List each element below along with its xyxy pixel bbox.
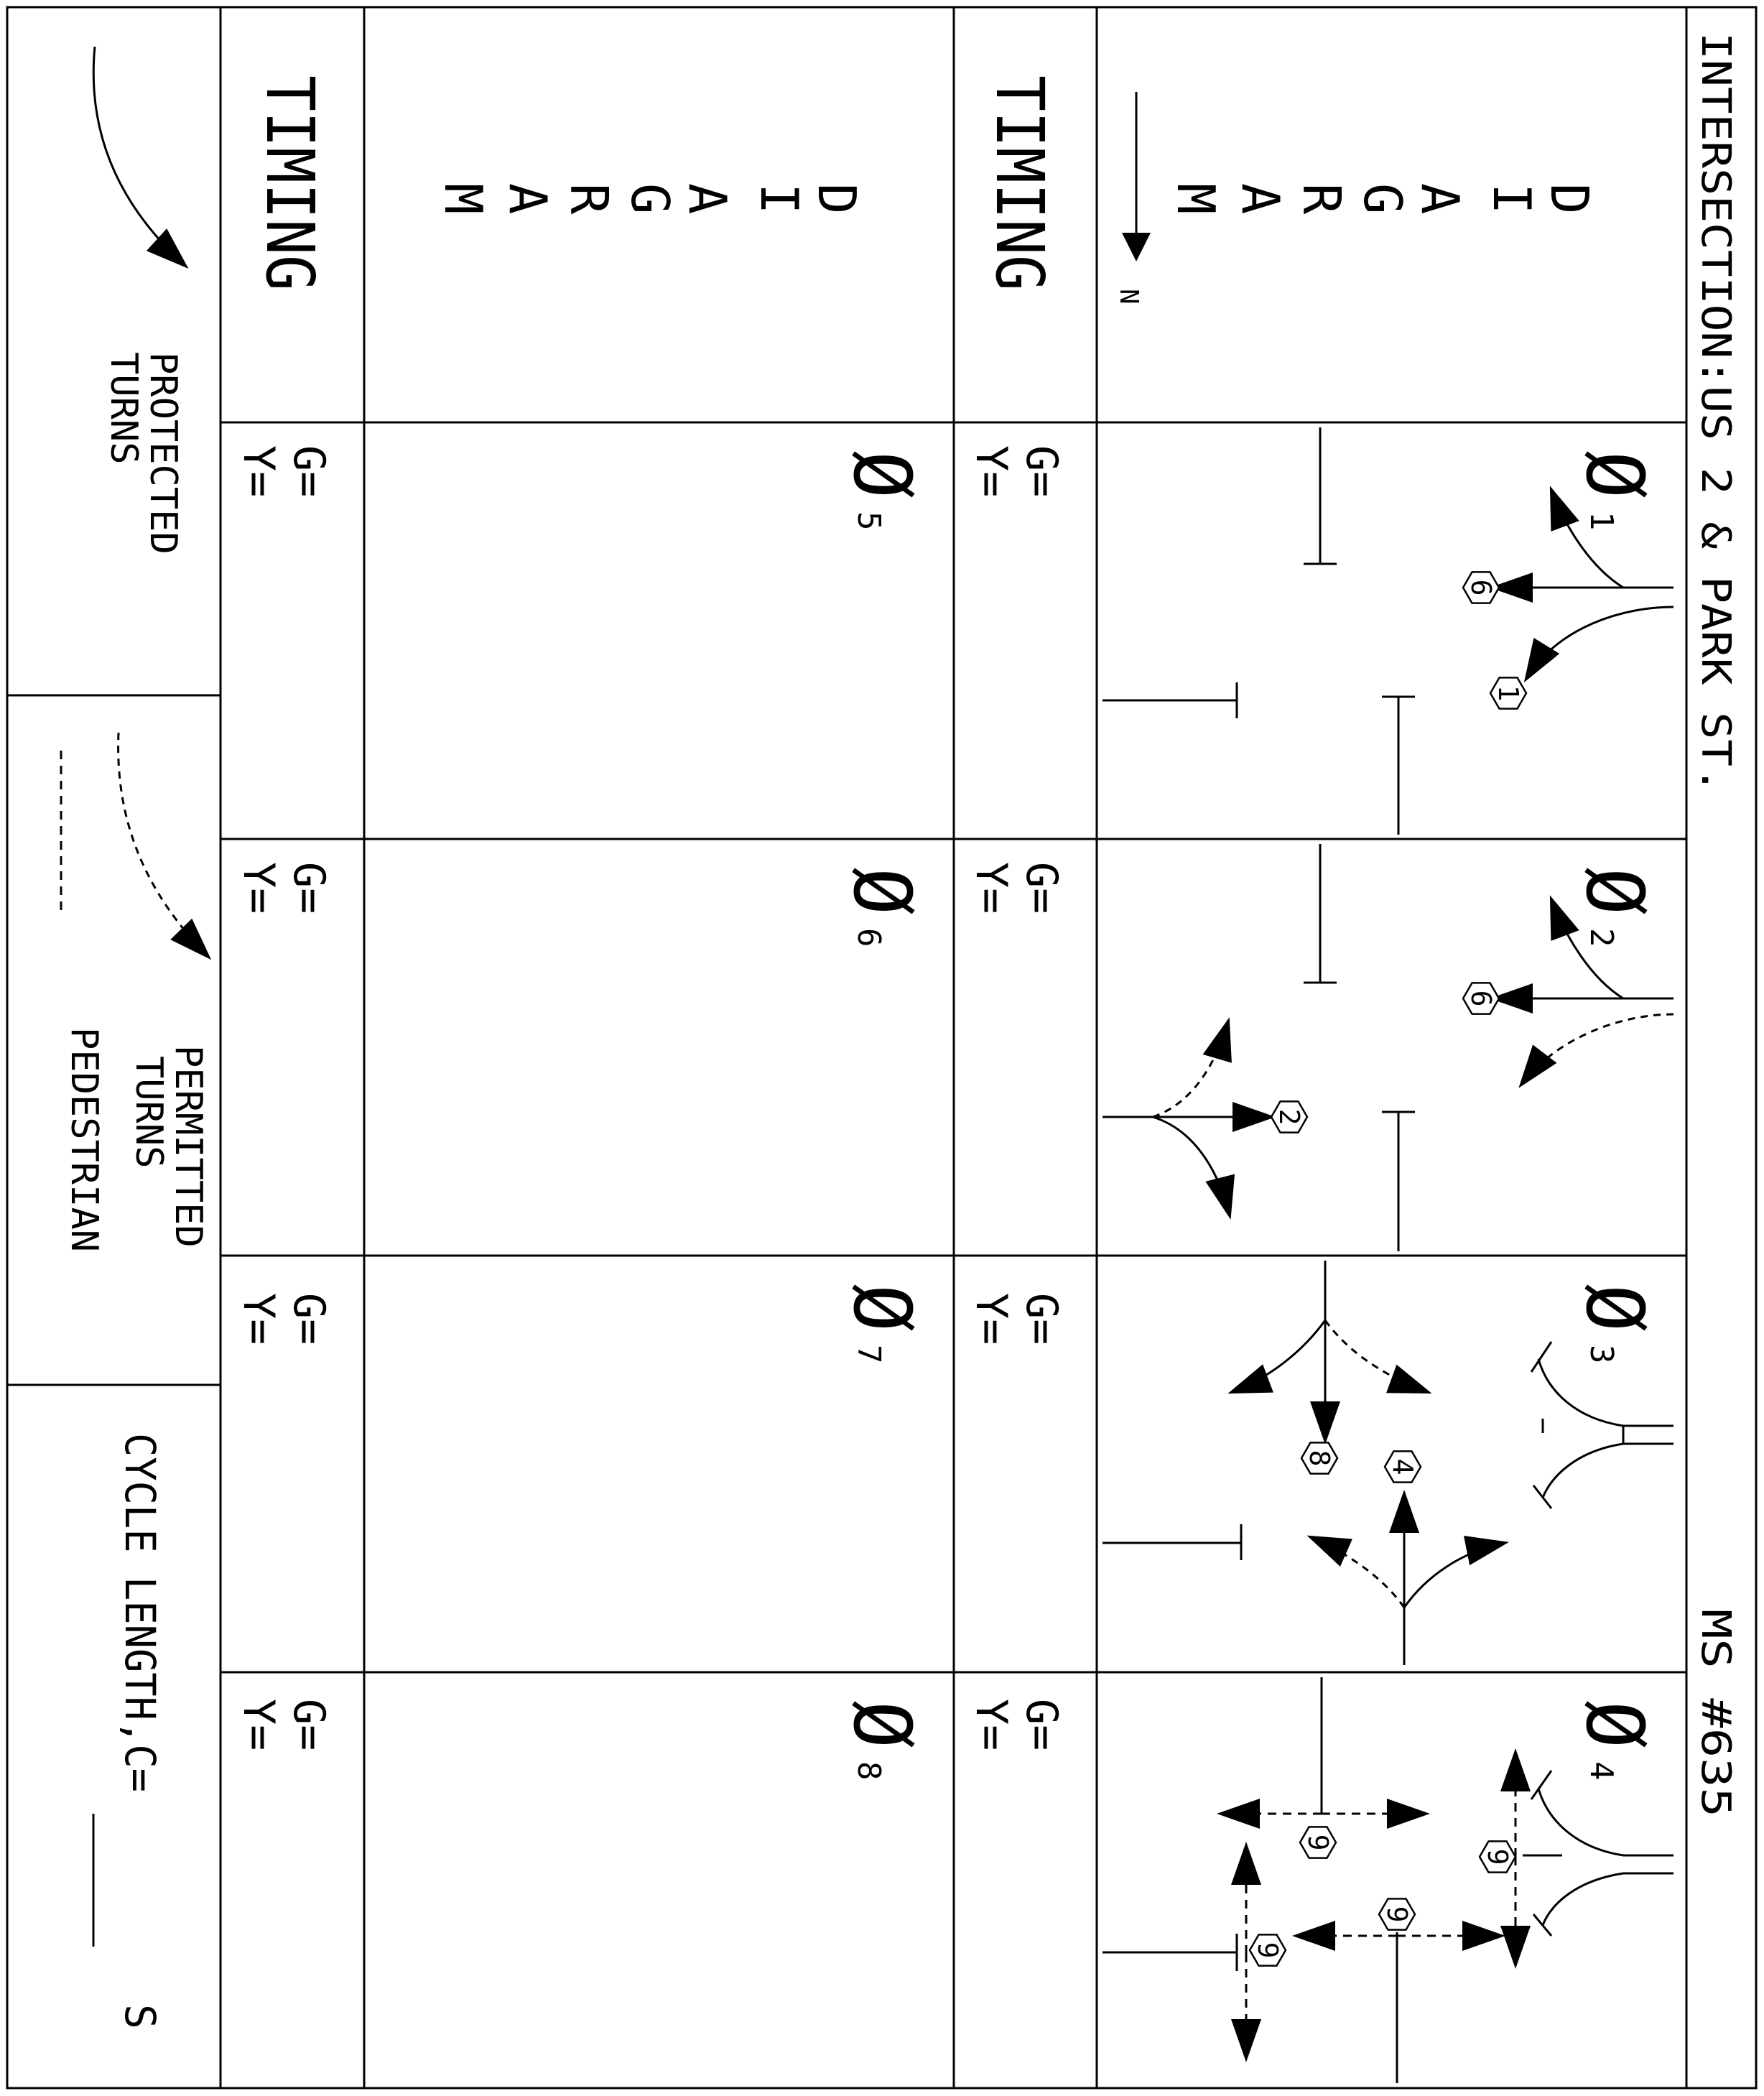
lower-timing-label: TIMING xyxy=(251,75,328,291)
svg-text:G: G xyxy=(1352,183,1413,214)
svg-text:9: 9 xyxy=(1381,1906,1413,1923)
svg-text:A: A xyxy=(677,183,738,214)
svg-text:M: M xyxy=(1166,183,1226,214)
svg-text:R: R xyxy=(1291,183,1352,215)
phase-8-number: 8 xyxy=(850,1761,887,1781)
svg-text:9: 9 xyxy=(1252,1942,1283,1959)
phase-3-symbol: Ø xyxy=(1569,1284,1661,1332)
phase-2-symbol: Ø xyxy=(1569,868,1661,915)
phase-4-movements xyxy=(1102,1677,1674,2083)
svg-text:I: I xyxy=(1482,183,1542,214)
timing-green-p5: G= xyxy=(284,445,334,497)
phase-4-pedestrian-paths xyxy=(1217,1748,1531,2062)
phase-2-number: 2 xyxy=(1583,928,1620,947)
timing-yellow-p4: Y= xyxy=(966,1699,1016,1750)
phase-3-movements xyxy=(1102,1261,1674,1665)
legend-protected-arrow xyxy=(92,46,189,269)
timing-yellow-p5: Y= xyxy=(233,445,284,497)
svg-text:A: A xyxy=(1230,183,1291,214)
phase-2-movements xyxy=(1102,844,1674,1251)
cycle-unit-label: S xyxy=(116,2004,164,2029)
phase-4-number: 4 xyxy=(1583,1761,1620,1781)
phase-3-signal-head-b: 4 xyxy=(1383,1450,1422,1483)
phase-7-number: 7 xyxy=(850,1345,887,1364)
svg-text:A: A xyxy=(1410,183,1470,214)
north-label: N xyxy=(1114,289,1143,305)
phase-3-signal-head-a: 8 xyxy=(1300,1442,1339,1475)
timing-yellow-p3: Y= xyxy=(966,1293,1016,1345)
legend-permitted-label: PERMITTED xyxy=(167,1045,210,1248)
svg-text:R: R xyxy=(559,183,619,215)
upper-timing-label: TIMING xyxy=(981,75,1058,291)
timing-yellow-p8: Y= xyxy=(233,1699,284,1750)
table-grid xyxy=(6,6,1758,2090)
phase-4-signal-head-b: 9 xyxy=(1478,1840,1517,1873)
svg-text:M: M xyxy=(433,183,493,214)
svg-text:8: 8 xyxy=(1304,1450,1335,1467)
phase-8-symbol: Ø xyxy=(836,1701,928,1748)
timing-green-p6: G= xyxy=(284,862,334,914)
timing-yellow-p2: Y= xyxy=(966,862,1016,914)
svg-text:G: G xyxy=(620,183,680,214)
timing-green-p8: G= xyxy=(284,1699,334,1750)
north-arrow: N xyxy=(1114,92,1151,305)
timing-green-p2: G= xyxy=(1016,862,1067,914)
legend-permitted-arrow xyxy=(117,732,212,960)
svg-text:4: 4 xyxy=(1387,1459,1419,1475)
timing-green-p3: G= xyxy=(1016,1293,1067,1345)
legend-protected-label: PROTECTED xyxy=(141,352,185,555)
legend-permitted-label-2: TURNS xyxy=(127,1056,170,1169)
legend-protected-label-2: TURNS xyxy=(102,352,145,465)
lower-diagram-label: D I A G R A M xyxy=(433,183,867,215)
phase-1-signal-head-b: 1 xyxy=(1489,677,1528,710)
phase-4-signal-head-a: 9 xyxy=(1299,1826,1337,1859)
phase-3-number: 3 xyxy=(1583,1345,1620,1364)
timing-yellow-p6: Y= xyxy=(233,862,284,914)
phase-6-symbol: Ø xyxy=(836,868,928,915)
phase-1-symbol: Ø xyxy=(1569,451,1661,499)
phase-2-signal-head-a: 6 xyxy=(1462,982,1500,1015)
timing-green-p4: G= xyxy=(1016,1699,1067,1750)
phase-5-symbol: Ø xyxy=(836,451,928,499)
phase-6-number: 6 xyxy=(850,928,887,947)
phase-4-signal-head-c: 9 xyxy=(1378,1898,1416,1931)
phase-2-signal-head-b: 2 xyxy=(1270,1100,1309,1133)
timing-yellow-p1: Y= xyxy=(966,445,1016,497)
upper-diagram-label: D I A G R A M xyxy=(1166,183,1600,215)
intersection-label: INTERSECTION:US 2 & PARK ST. xyxy=(1692,32,1739,794)
svg-text:9: 9 xyxy=(1482,1849,1513,1865)
timing-green-p7: G= xyxy=(284,1293,334,1345)
svg-text:6: 6 xyxy=(1465,991,1497,1007)
phase-4-signal-head-d: 9 xyxy=(1248,1934,1287,1967)
legend-pedestrian-label: PEDESTRIAN xyxy=(62,1027,106,1252)
phase-7-symbol: Ø xyxy=(836,1284,928,1332)
phase-4-symbol: Ø xyxy=(1569,1701,1661,1748)
svg-text:I: I xyxy=(749,183,809,214)
phase-5-number: 5 xyxy=(850,511,887,531)
svg-text:1: 1 xyxy=(1493,685,1524,702)
svg-text:A: A xyxy=(498,183,558,214)
svg-text:D: D xyxy=(807,183,867,214)
svg-text:6: 6 xyxy=(1465,580,1497,596)
svg-text:2: 2 xyxy=(1273,1109,1305,1126)
svg-text:9: 9 xyxy=(1302,1835,1334,1851)
timing-yellow-p7: Y= xyxy=(233,1293,284,1345)
svg-text:D: D xyxy=(1539,183,1600,214)
phase-1-number: 1 xyxy=(1583,511,1620,531)
cycle-length-label: CYCLE LENGTH,C= xyxy=(116,1433,164,1792)
phase-1-movements xyxy=(1102,427,1674,835)
timing-green-p1: G= xyxy=(1016,445,1067,497)
phase-1-signal-head-a: 6 xyxy=(1462,571,1500,604)
ms-number-label: MS #635 xyxy=(1692,1609,1739,1817)
